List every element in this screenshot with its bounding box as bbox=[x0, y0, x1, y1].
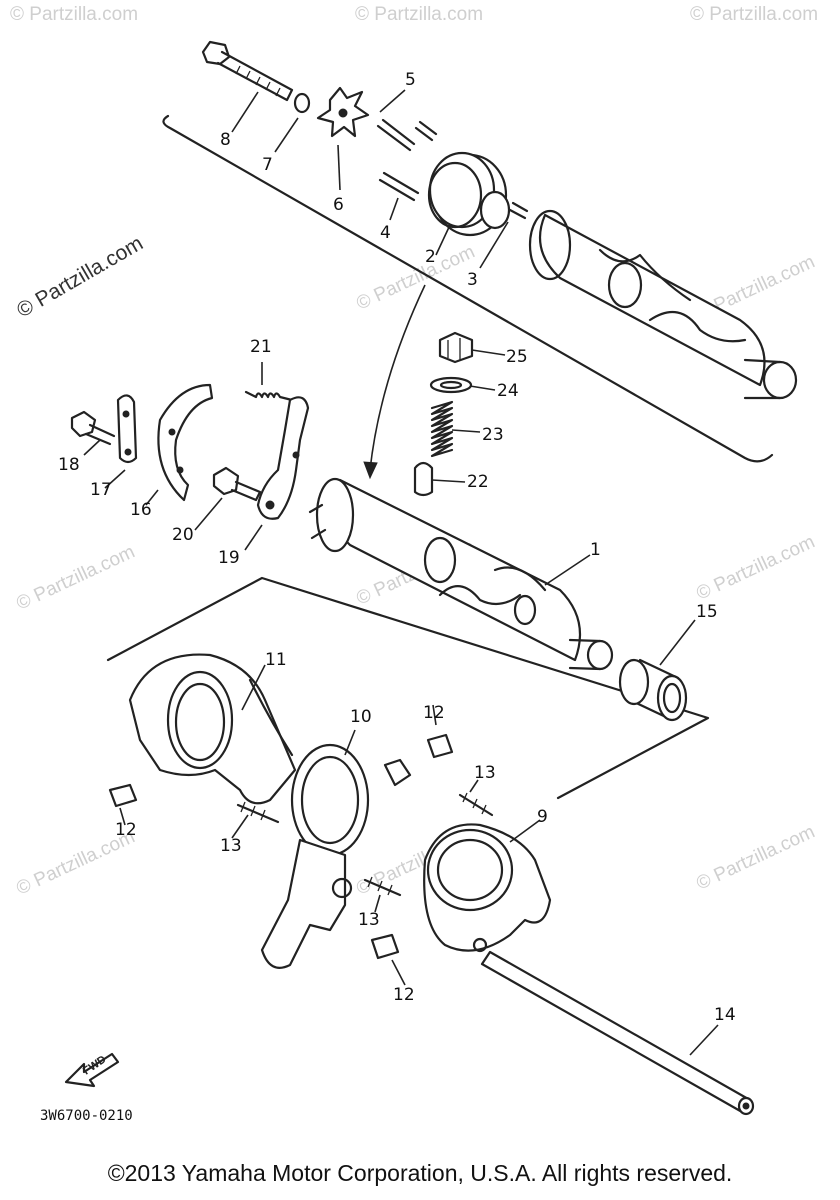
shift-cam-assembly-upper bbox=[528, 209, 798, 400]
callout-18: 18 bbox=[58, 455, 80, 475]
assembly-arrow bbox=[369, 284, 426, 471]
callout-13a: 13 bbox=[220, 836, 242, 856]
watermark-text: © Partzilla.com bbox=[355, 4, 483, 25]
bolt-18 bbox=[70, 410, 116, 446]
diagram-code: 3W6700-0210 bbox=[40, 1108, 133, 1124]
shift-fork-10 bbox=[260, 743, 412, 969]
callout-6: 6 bbox=[333, 195, 344, 215]
plunger-22 bbox=[413, 461, 434, 497]
stopper-lever-19 bbox=[256, 396, 310, 520]
shift-fork-11 bbox=[128, 653, 297, 805]
spring-21 bbox=[244, 390, 294, 402]
watermark-text: © Partzilla.com bbox=[693, 531, 818, 604]
guide-pin-12a bbox=[108, 783, 138, 808]
callout-20: 20 bbox=[172, 525, 194, 545]
callout-25: 25 bbox=[506, 347, 528, 367]
watermark-text: © Partzilla.com bbox=[10, 4, 138, 25]
pin-5 bbox=[376, 118, 416, 152]
callout-24: 24 bbox=[497, 381, 519, 401]
upper-group-frame bbox=[162, 114, 774, 463]
callout-2: 2 bbox=[425, 247, 436, 267]
callout-14: 14 bbox=[714, 1005, 736, 1025]
shift-cam-segment-2 bbox=[427, 151, 511, 237]
front-arrow-icon: FWD bbox=[64, 1052, 120, 1088]
callout-12a: 12 bbox=[115, 820, 137, 840]
watermark-text: © Partzilla.com bbox=[13, 541, 138, 614]
watermark-text: © Partzilla.com bbox=[690, 4, 818, 25]
callout-4: 4 bbox=[380, 223, 391, 243]
clip-13c bbox=[363, 878, 402, 897]
callout-11: 11 bbox=[265, 650, 287, 670]
copyright-notice: ©2013 Yamaha Motor Corporation, U.S.A. A… bbox=[107, 1160, 733, 1186]
guide-pin-12c bbox=[370, 933, 400, 960]
watermark-main: © Partzilla.com bbox=[13, 232, 147, 323]
spring-23 bbox=[430, 400, 454, 458]
plug-bolt-25 bbox=[438, 331, 474, 364]
callout-13b: 13 bbox=[474, 763, 496, 783]
washer-7 bbox=[293, 92, 311, 114]
guide-pin-12b bbox=[426, 733, 454, 759]
shift-cam-1 bbox=[308, 477, 614, 671]
callout-1: 1 bbox=[590, 540, 601, 560]
pin-5b bbox=[414, 120, 438, 142]
callout-12c: 12 bbox=[393, 985, 415, 1005]
callout-7: 7 bbox=[262, 155, 273, 175]
callout-10: 10 bbox=[350, 707, 372, 727]
leader-lines bbox=[83, 89, 719, 1056]
plate-17 bbox=[116, 394, 138, 464]
callout-16: 16 bbox=[130, 500, 152, 520]
callout-15: 15 bbox=[696, 602, 718, 622]
callout-19: 19 bbox=[218, 548, 240, 568]
callout-13c: 13 bbox=[358, 910, 380, 930]
callout-17: 17 bbox=[90, 480, 112, 500]
callout-12b: 12 bbox=[423, 703, 445, 723]
assembly-arrow-head bbox=[363, 461, 378, 480]
callout-8: 8 bbox=[220, 130, 231, 150]
bolt-8 bbox=[201, 40, 294, 102]
callout-21: 21 bbox=[250, 337, 272, 357]
callout-9: 9 bbox=[537, 807, 548, 827]
pin-3 bbox=[508, 201, 529, 220]
guide-bar-14 bbox=[480, 950, 755, 1116]
washer-24 bbox=[429, 376, 473, 394]
shift-fork-9 bbox=[423, 823, 552, 953]
clip-13a bbox=[236, 803, 280, 824]
watermark-text: © Partzilla.com bbox=[693, 821, 818, 894]
stopper-plate-16 bbox=[157, 383, 214, 502]
callout-23: 23 bbox=[482, 425, 504, 445]
callout-22: 22 bbox=[467, 472, 489, 492]
plate-hole bbox=[338, 108, 348, 118]
lower-group-frame bbox=[106, 576, 710, 800]
callout-3: 3 bbox=[467, 270, 478, 290]
bolt-20 bbox=[212, 466, 262, 502]
callout-5: 5 bbox=[405, 70, 416, 90]
callouts: 5 6 7 8 4 2 3 25 24 23 22 1 15 21 18 17 … bbox=[58, 70, 736, 1025]
bearing-15 bbox=[618, 658, 688, 722]
pin-4 bbox=[378, 171, 420, 202]
